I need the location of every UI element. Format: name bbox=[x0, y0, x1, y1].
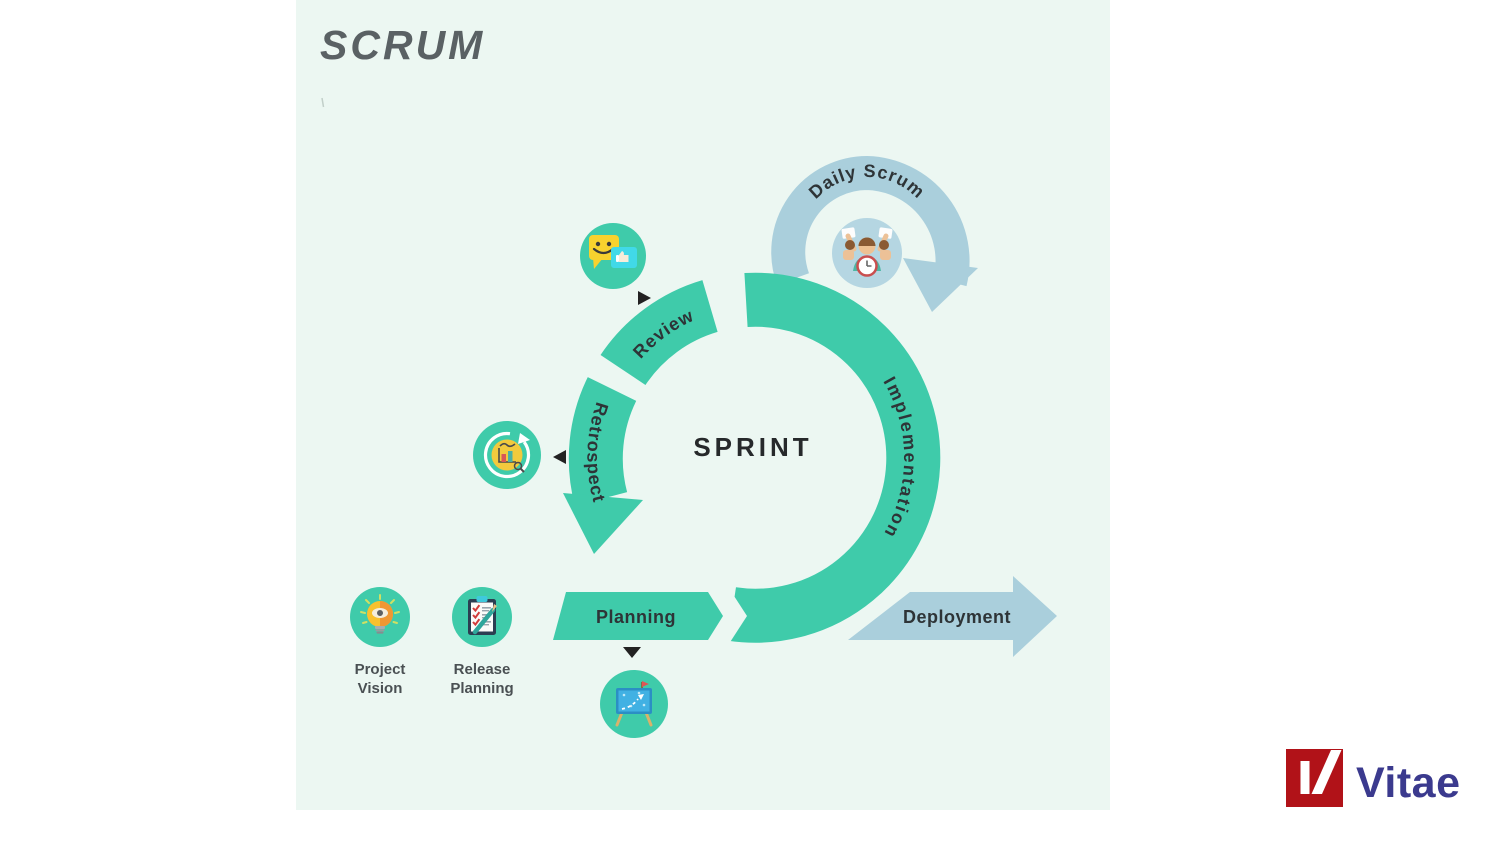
retrospective-chart-icon bbox=[473, 421, 541, 489]
sprint-ring: Planning Review Retrospect Implementatio… bbox=[553, 272, 941, 650]
lightbulb-vision-icon bbox=[350, 587, 410, 647]
release-checklist-icon bbox=[452, 587, 512, 647]
daily-scrum-arrowhead-icon bbox=[903, 258, 978, 312]
planning-arrow bbox=[553, 592, 723, 640]
project-vision-label-line2: Vision bbox=[358, 680, 403, 697]
release-planning-label-line2: Planning bbox=[450, 680, 513, 697]
planning-label: Planning bbox=[596, 607, 676, 627]
daily-scrum-arc bbox=[771, 155, 970, 287]
smiley-chat-icon bbox=[580, 223, 646, 289]
pointer-left-icon bbox=[553, 450, 566, 464]
logo-text: Vitae bbox=[1356, 759, 1461, 807]
pointer-right-icon bbox=[638, 291, 651, 305]
review-arc bbox=[600, 280, 719, 386]
pointer-down-icon bbox=[623, 647, 641, 658]
strategy-board-icon bbox=[600, 670, 668, 738]
retrospect-arc bbox=[568, 377, 637, 506]
sprint-center-label: SPRINT bbox=[693, 432, 812, 462]
team-timer-icon bbox=[841, 227, 893, 277]
logo-mark-slash bbox=[1311, 750, 1342, 794]
daily-scrum-loop: Daily Scrum bbox=[771, 155, 978, 312]
deployment-label: Deployment bbox=[903, 607, 1011, 627]
release-planning-label-line1: Release bbox=[454, 661, 511, 678]
page-title: SCRUM bbox=[320, 22, 485, 68]
logo-mark-bar bbox=[1300, 761, 1310, 794]
stray-tick-mark bbox=[321, 97, 325, 108]
implementation-arc bbox=[728, 272, 941, 643]
ring-notch bbox=[725, 582, 747, 650]
deployment-arrow-shape bbox=[848, 576, 1057, 657]
project-vision-label-line1: Project bbox=[355, 661, 406, 678]
vitae-logo: Vitae bbox=[1286, 749, 1461, 807]
retrospect-arrowhead-icon bbox=[563, 493, 643, 554]
deployment-arrow: Deployment bbox=[848, 576, 1057, 657]
diagram-panel bbox=[296, 0, 1110, 810]
